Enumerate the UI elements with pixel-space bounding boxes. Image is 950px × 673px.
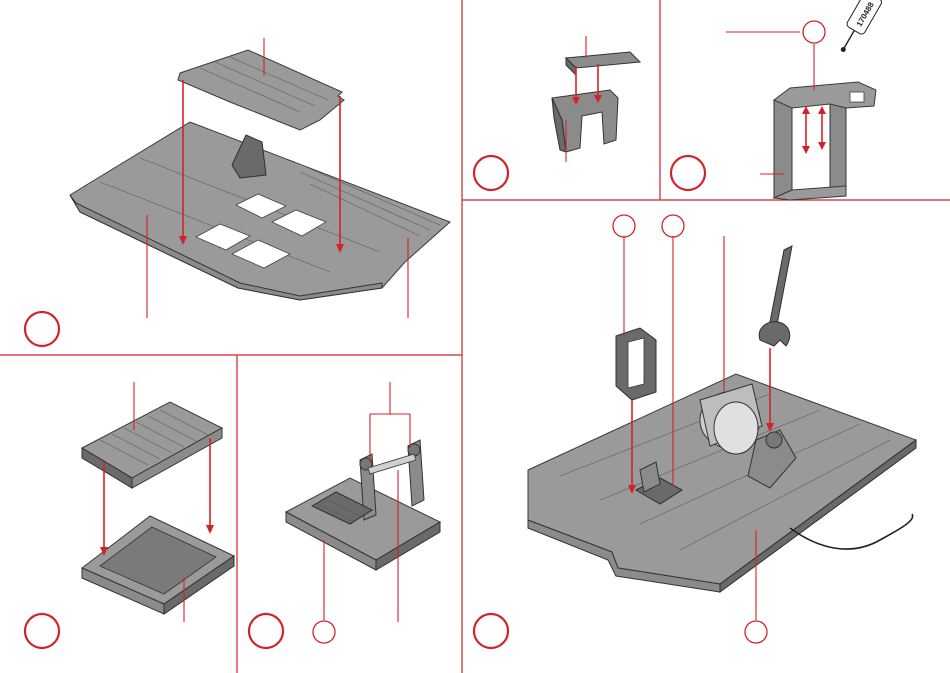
base-plate [70,122,450,300]
panel-b-bracket [474,36,640,190]
callout-marker-f2 [662,215,684,237]
panel-a-base-plate [25,38,450,346]
panel-f-full-assembly [474,215,916,648]
callout-marker-c [803,21,825,43]
panel-c-frame: 170488 [671,0,883,200]
callout-marker-f3 [745,621,767,643]
panel-d-grate-tray [25,382,234,648]
step-marker-f [474,614,508,648]
cover-plate [178,50,344,130]
step-marker-d [25,614,59,648]
step-marker-e [249,614,283,648]
panel-e-roller-stand [249,382,440,648]
step-marker-a [25,312,59,346]
glue-tube-icon: 170488 [833,0,883,57]
step-marker-c [671,156,705,190]
callout-marker-e [313,621,335,643]
step-marker-b [474,156,508,190]
callout-marker-f1 [613,215,635,237]
wrench-icon [759,246,792,346]
